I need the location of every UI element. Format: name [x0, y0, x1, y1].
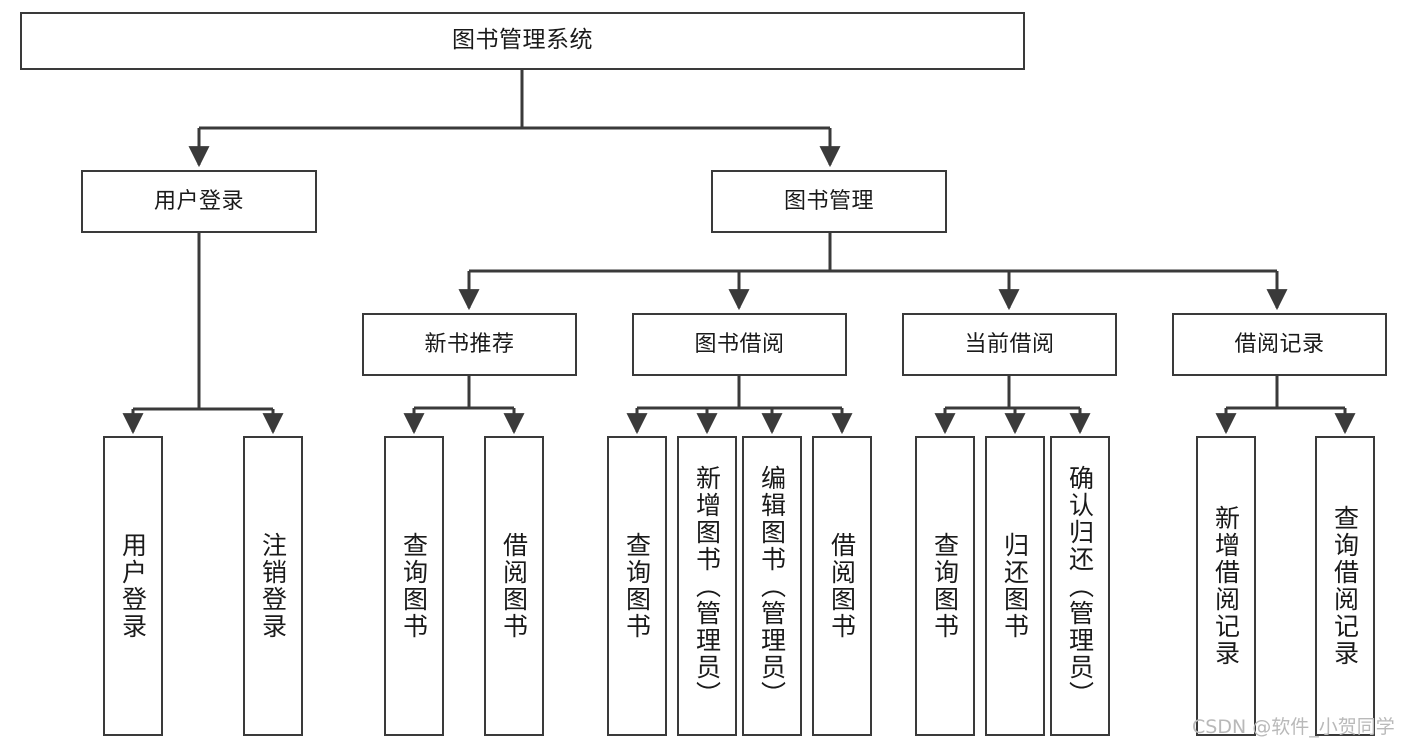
node-leaf-query-book-1[interactable]: 查询图书	[384, 436, 444, 736]
node-leaf-borrow-book-1-label: 借阅图书	[499, 532, 529, 640]
node-leaf-edit-book[interactable]: 编辑图书（管理员）	[742, 436, 802, 736]
node-leaf-query-book-2[interactable]: 查询图书	[607, 436, 667, 736]
node-leaf-edit-book-label: 编辑图书（管理员）	[757, 464, 787, 708]
node-current-borrow[interactable]: 当前借阅	[902, 313, 1117, 376]
node-book-borrow-label: 图书借阅	[694, 331, 785, 357]
node-leaf-query-record[interactable]: 查询借阅记录	[1315, 436, 1375, 736]
node-leaf-add-book-label: 新增图书（管理员）	[692, 464, 722, 708]
node-leaf-query-record-label: 查询借阅记录	[1330, 505, 1360, 667]
node-leaf-add-book[interactable]: 新增图书（管理员）	[677, 436, 737, 736]
watermark: CSDN @软件_小贺同学	[1192, 716, 1395, 738]
node-leaf-add-record-label: 新增借阅记录	[1211, 505, 1241, 667]
node-leaf-user-login[interactable]: 用户登录	[103, 436, 163, 736]
node-root-label: 图书管理系统	[452, 27, 593, 54]
node-leaf-return-book-label: 归还图书	[1000, 532, 1030, 640]
node-book-manage-label: 图书管理	[783, 188, 874, 214]
node-new-book-recommend[interactable]: 新书推荐	[362, 313, 577, 376]
node-leaf-add-record[interactable]: 新增借阅记录	[1196, 436, 1256, 736]
node-current-borrow-label: 当前借阅	[964, 331, 1055, 357]
node-leaf-query-book-1-label: 查询图书	[399, 532, 429, 640]
node-borrow-record-label: 借阅记录	[1234, 331, 1325, 357]
node-leaf-borrow-book-2-label: 借阅图书	[827, 532, 857, 640]
node-leaf-confirm-return[interactable]: 确认归还（管理员）	[1050, 436, 1110, 736]
node-borrow-record[interactable]: 借阅记录	[1172, 313, 1387, 376]
node-root[interactable]: 图书管理系统	[20, 12, 1025, 70]
node-leaf-confirm-return-label: 确认归还（管理员）	[1065, 464, 1095, 708]
node-leaf-user-login-label: 用户登录	[118, 532, 148, 640]
node-leaf-query-book-3[interactable]: 查询图书	[915, 436, 975, 736]
node-user-login[interactable]: 用户登录	[81, 170, 317, 233]
node-leaf-query-book-2-label: 查询图书	[622, 532, 652, 640]
node-leaf-return-book[interactable]: 归还图书	[985, 436, 1045, 736]
node-leaf-user-logout-label: 注销登录	[258, 532, 288, 640]
node-book-borrow[interactable]: 图书借阅	[632, 313, 847, 376]
node-new-book-recommend-label: 新书推荐	[424, 331, 515, 357]
node-user-login-label: 用户登录	[153, 188, 244, 214]
node-leaf-borrow-book-1[interactable]: 借阅图书	[484, 436, 544, 736]
node-leaf-query-book-3-label: 查询图书	[930, 532, 960, 640]
node-book-manage[interactable]: 图书管理	[711, 170, 947, 233]
node-leaf-borrow-book-2[interactable]: 借阅图书	[812, 436, 872, 736]
node-leaf-user-logout[interactable]: 注销登录	[243, 436, 303, 736]
